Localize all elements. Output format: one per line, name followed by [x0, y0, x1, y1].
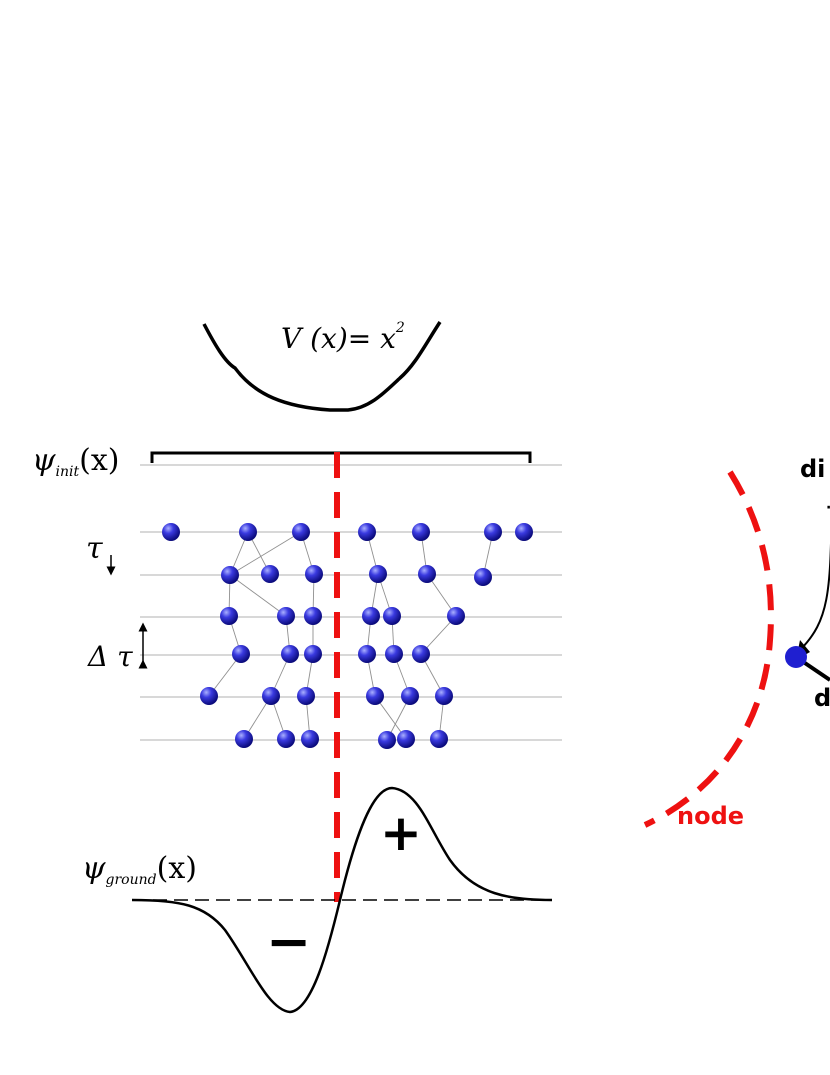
- walkers: [162, 523, 533, 749]
- walker: [435, 687, 453, 705]
- walker: [262, 687, 280, 705]
- plus-sign: +: [380, 804, 422, 862]
- walker: [412, 645, 430, 663]
- tau-label: τ: [86, 531, 103, 566]
- walker: [418, 565, 436, 583]
- psi-init-box: [150, 451, 532, 463]
- walker: [397, 730, 415, 748]
- walker: [232, 645, 250, 663]
- potential-label: V (x)= x2: [281, 320, 405, 355]
- delta-tau-label: Δ τ: [87, 640, 133, 673]
- walker: [515, 523, 533, 541]
- walker: [277, 730, 295, 748]
- walker: [474, 568, 492, 586]
- walker: [220, 607, 238, 625]
- walker: [304, 607, 322, 625]
- psi-init-label: ψinit(x): [32, 443, 119, 480]
- walker: [401, 687, 419, 705]
- walker: [378, 731, 396, 749]
- walker: [239, 523, 257, 541]
- walker: [221, 566, 239, 584]
- walker: [358, 523, 376, 541]
- walker: [305, 565, 323, 583]
- walker: [261, 565, 279, 583]
- walker: [412, 523, 430, 541]
- walker: [292, 523, 310, 541]
- walker: [297, 687, 315, 705]
- walker-links: [208, 531, 494, 741]
- delta-tau-axis: Δ τ: [87, 622, 148, 673]
- psi-init-panel: ψinit(x): [32, 443, 532, 480]
- potential-panel: V (x)= x2: [202, 320, 442, 412]
- right-label-top: di: [800, 455, 825, 483]
- walker: [301, 730, 319, 748]
- curved-arrow: [799, 543, 830, 651]
- walker: [162, 523, 180, 541]
- walker: [385, 645, 403, 663]
- walker-right: [785, 646, 807, 668]
- psi-ground-panel: ψground(x) + −: [82, 786, 553, 1014]
- psi-ground-label: ψground(x): [82, 851, 197, 888]
- right-label-bottom: d: [814, 684, 830, 712]
- potential-curve: [202, 321, 442, 412]
- ground-wavefunction-curve: [131, 786, 553, 1014]
- walker: [277, 607, 295, 625]
- node-label: node: [677, 802, 744, 830]
- walker: [362, 607, 380, 625]
- walker: [358, 645, 376, 663]
- node-curve: [643, 470, 774, 828]
- walker: [281, 645, 299, 663]
- walker: [447, 607, 465, 625]
- tau-axis: τ: [86, 531, 116, 576]
- walker: [484, 523, 502, 541]
- minus-sign: −: [266, 910, 311, 973]
- walker: [200, 687, 218, 705]
- walker: [235, 730, 253, 748]
- walker: [369, 565, 387, 583]
- walker: [304, 645, 322, 663]
- small-mark: ·: [826, 500, 830, 516]
- walker: [366, 687, 384, 705]
- walker: [430, 730, 448, 748]
- right-panel: node di d ·: [643, 455, 830, 830]
- walker: [383, 607, 401, 625]
